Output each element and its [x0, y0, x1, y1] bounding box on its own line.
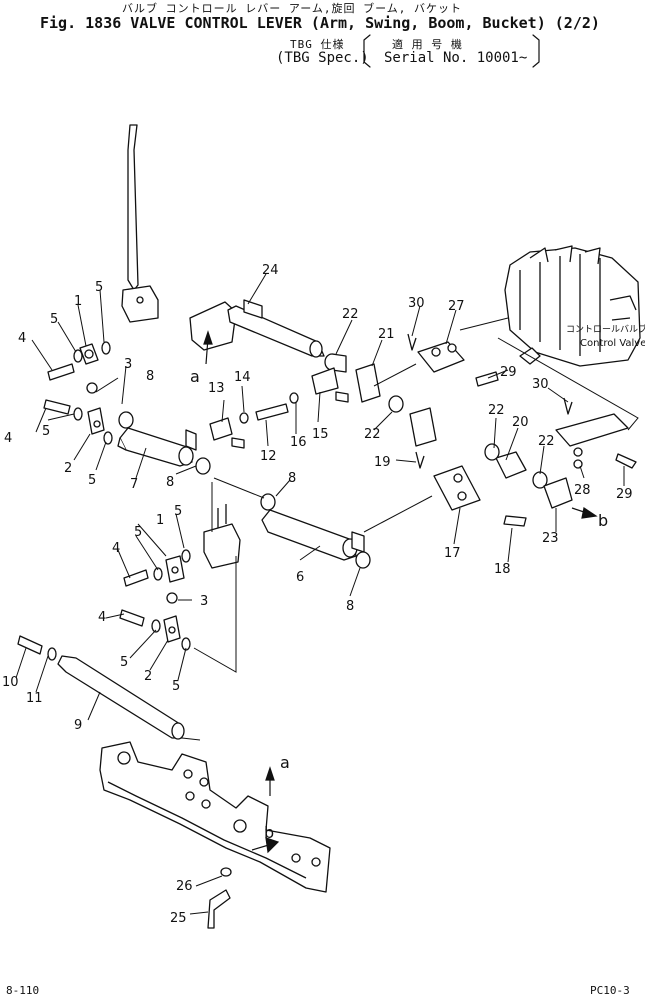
callout-15: 15: [312, 427, 329, 442]
serial-label: Serial No. 10001~: [384, 50, 528, 66]
callout-5-6: 5: [174, 504, 182, 519]
callout-30-2: 30: [532, 377, 549, 392]
view-arrow-b: b b: [251, 507, 608, 854]
callout-5-7: 5: [120, 655, 128, 670]
callout-6: 6: [296, 570, 304, 585]
callout-11: 11: [26, 691, 43, 706]
callout-20: 20: [512, 415, 529, 430]
serial-label-japanese: 適 用 号 機: [392, 38, 463, 51]
spec-label: (TBG Spec.): [276, 50, 369, 66]
callout-22: 22: [342, 307, 359, 322]
callout-9: 9: [74, 718, 82, 733]
model-code: PC10-3: [590, 984, 630, 997]
control-valve-label-japanese: コントロールバルブ: [566, 323, 645, 335]
figure-title-japanese: バルブ コントロール レバー アーム,旋回 ブーム, バケット: [122, 2, 463, 15]
callout-16: 16: [290, 435, 307, 450]
view-arrow-a-label-lower: a: [280, 753, 290, 772]
shaft-6: [261, 509, 365, 561]
callout-5: 5: [95, 280, 103, 295]
callout-2-2: 2: [144, 669, 152, 684]
callout-5-5: 5: [134, 525, 142, 540]
callout-4-3: 4: [112, 541, 120, 556]
callout-8-2: 8: [166, 475, 174, 490]
lever-9: [57, 655, 185, 740]
shaft-7: [117, 427, 197, 467]
callout-28: 28: [574, 483, 591, 498]
callout-22-3: 22: [488, 403, 505, 418]
figure-header: バルブ コントロール レバー アーム,旋回 ブーム, バケット Fig. 183…: [0, 0, 645, 80]
callout-10: 10: [2, 675, 19, 690]
spec-label-japanese: TBG 仕様: [290, 38, 345, 51]
connection-lines: [181, 317, 639, 741]
page-number: 8-110: [6, 984, 40, 997]
parts-drawing: コントロールバルブ Control Valve: [17, 124, 645, 929]
lever-stick: [121, 124, 159, 323]
callout-4-4: 4: [98, 610, 106, 625]
rod-end-assembly: [79, 343, 241, 643]
callout-7: 7: [130, 477, 138, 492]
base-bracket: [99, 741, 331, 893]
view-arrow-a: a a: [190, 330, 290, 796]
callout-2: 2: [64, 461, 72, 476]
cotter-pins: [407, 333, 573, 469]
callout-25: 25: [170, 911, 187, 926]
bushing-22: [324, 353, 347, 373]
callout-30: 30: [408, 296, 425, 311]
callout-8-3: 8: [288, 471, 296, 486]
callout-22-4: 22: [538, 434, 555, 449]
callout-5-3: 5: [42, 424, 50, 439]
leader-lines: [15, 273, 625, 915]
callout-1-2: 1: [156, 513, 164, 528]
view-arrow-a-label: a: [190, 367, 200, 386]
callout-5-4: 5: [88, 473, 96, 488]
bushing-8: [118, 411, 371, 569]
callout-3: 3: [124, 357, 132, 372]
callout-4-2: 4: [4, 431, 12, 446]
control-valve-label: Control Valve: [580, 338, 645, 349]
view-arrow-b-label-lower: b: [264, 823, 274, 842]
view-arrow-b-label: b: [598, 511, 608, 530]
callout-29: 29: [500, 365, 517, 380]
callout-21: 21: [378, 327, 395, 342]
lever-24: [189, 299, 325, 358]
callout-5-8: 5: [172, 679, 180, 694]
callout-24: 24: [262, 263, 279, 278]
bushing-pair: [388, 395, 573, 509]
figure-title: Fig. 1836 VALVE CONTROL LEVER (Arm, Swin…: [40, 14, 600, 32]
callout-4: 4: [18, 331, 26, 346]
callout-23: 23: [542, 531, 559, 546]
callout-29-2: 29: [616, 487, 633, 502]
callout-12: 12: [260, 449, 277, 464]
callout-8: 8: [146, 369, 154, 384]
callout-26: 26: [176, 879, 193, 894]
callout-1: 1: [74, 294, 82, 309]
callout-14: 14: [234, 370, 251, 385]
callout-13: 13: [208, 381, 225, 396]
callout-19: 19: [374, 455, 391, 470]
connector-plates: [417, 341, 629, 511]
callout-3-2: 3: [200, 594, 208, 609]
callout-5-2: 5: [50, 312, 58, 327]
bolts-and-washers: [17, 341, 637, 929]
callout-18: 18: [494, 562, 511, 577]
callout-8-4: 8: [346, 599, 354, 614]
callout-27: 27: [448, 299, 465, 314]
clamps-and-brackets: [209, 347, 541, 479]
callout-17: 17: [444, 546, 461, 561]
callout-22-2: 22: [364, 427, 381, 442]
